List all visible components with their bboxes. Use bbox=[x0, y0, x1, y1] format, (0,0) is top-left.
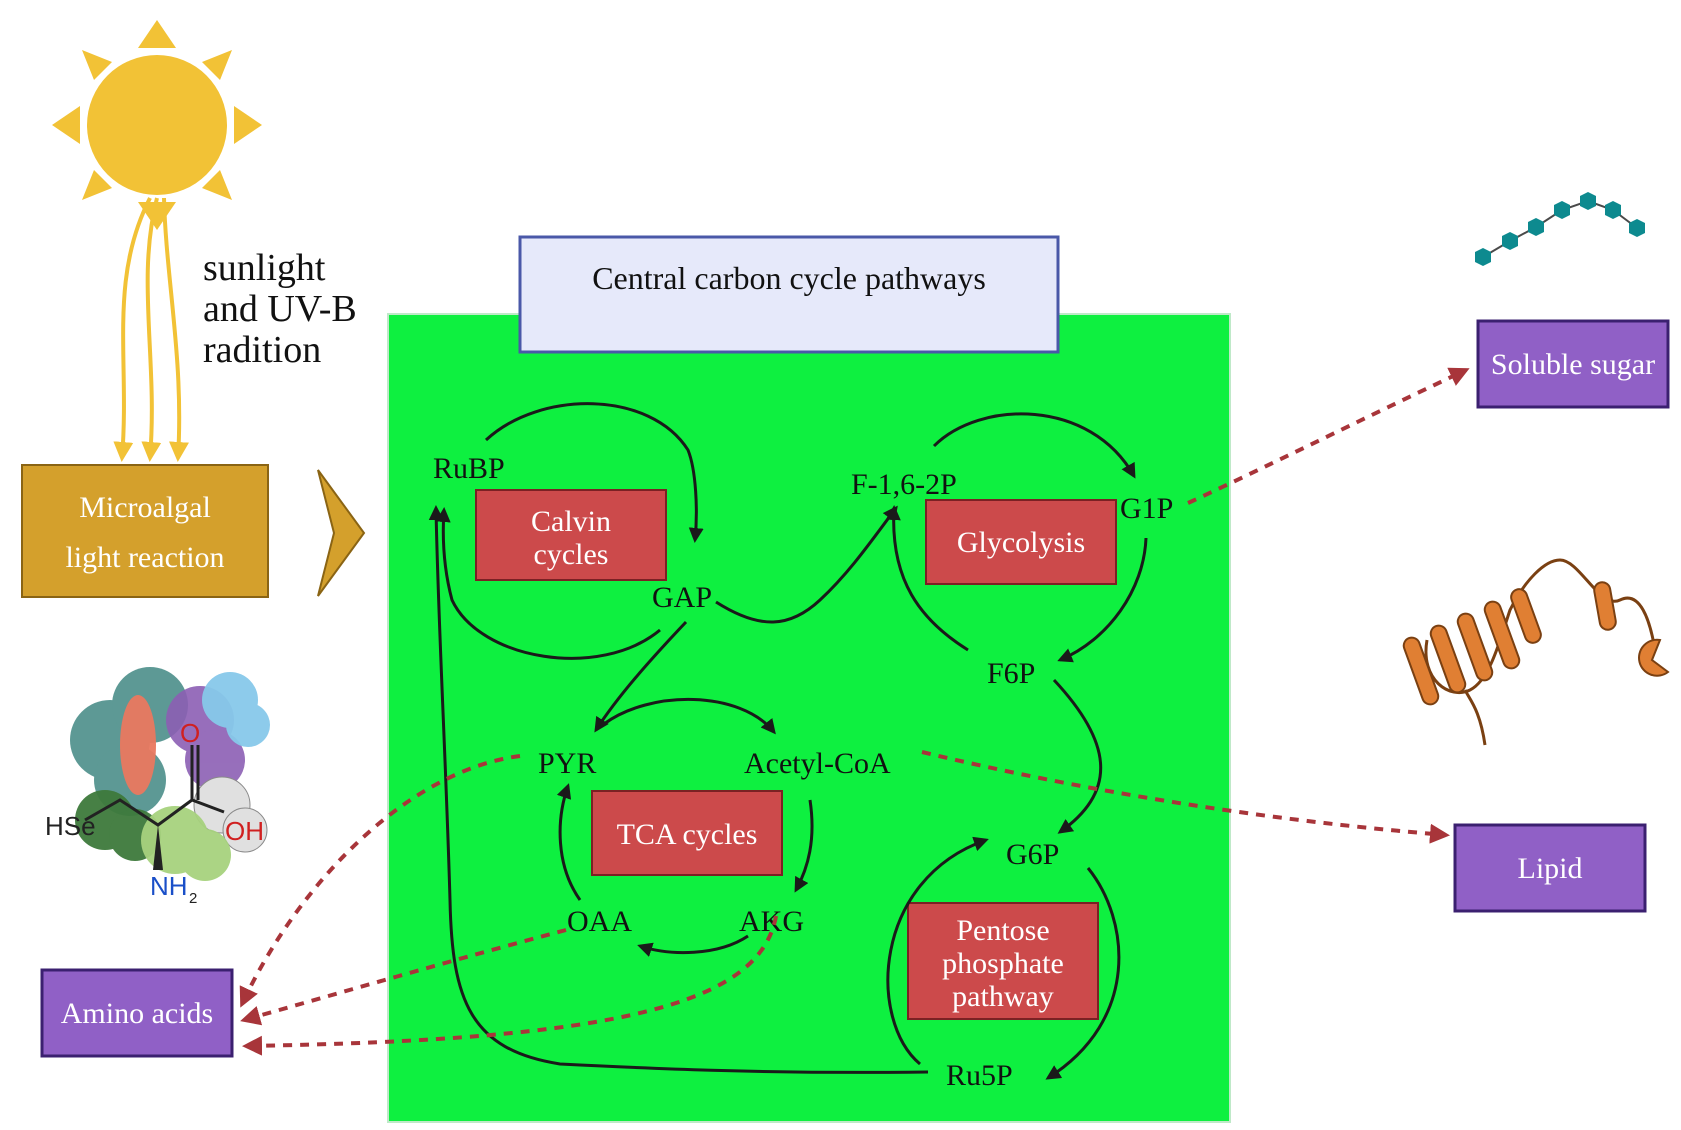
metabolite-acetyl-coa: Acetyl-CoA bbox=[744, 747, 891, 780]
calvin-cycle-box bbox=[475, 489, 667, 581]
sugar-chain-icon bbox=[1475, 192, 1645, 266]
light-label-line: and UV-B bbox=[203, 288, 357, 330]
pentose-label-line: phosphate bbox=[942, 947, 1064, 980]
central-pathways-area bbox=[387, 313, 1231, 1123]
molecule-amine-label: NH bbox=[150, 871, 188, 901]
metabolite-g6p: G6P bbox=[1006, 838, 1059, 871]
metabolite-f16-2p: F-1,6-2P bbox=[851, 468, 957, 501]
light-reaction-line2: light reaction bbox=[65, 541, 224, 574]
selenocysteine-molecule-icon: HSe O OH NH 2 bbox=[45, 667, 270, 907]
soluble-sugar-label: Soluble sugar bbox=[1491, 348, 1655, 381]
metabolite-g1p: G1P bbox=[1120, 492, 1173, 525]
light-label-line: radition bbox=[203, 329, 321, 371]
lipid-label: Lipid bbox=[1518, 852, 1583, 885]
tca-cycle-box bbox=[591, 790, 783, 876]
molecule-oxygen-label: O bbox=[180, 718, 200, 748]
calvin-label-line: cycles bbox=[534, 538, 609, 571]
central-title-box bbox=[518, 235, 1060, 354]
metabolite-f6p: F6P bbox=[987, 657, 1035, 690]
amino-acids-label: Amino acids bbox=[61, 997, 213, 1030]
metabolite-rubp: RuBP bbox=[433, 452, 505, 485]
metabolic-flow-arrows bbox=[428, 402, 1148, 1080]
amino-acids-box bbox=[40, 968, 234, 1058]
molecule-hse-label: HSe bbox=[45, 811, 96, 841]
molecule-hydroxyl-label: OH bbox=[225, 816, 264, 846]
metabolite-pyr: PYR bbox=[538, 747, 596, 780]
pentose-label-line: pathway bbox=[952, 980, 1054, 1013]
metabolite-ru5p: Ru5P bbox=[946, 1059, 1013, 1092]
calvin-label-line: Calvin bbox=[531, 505, 611, 538]
metabolite-oaa: OAA bbox=[567, 905, 632, 938]
pentose-phosphate-box bbox=[907, 902, 1099, 1020]
pentose-label-line: Pentose bbox=[956, 914, 1049, 947]
sun-rays bbox=[113, 197, 189, 462]
tca-label: TCA cycles bbox=[617, 818, 758, 851]
glycolysis-label: Glycolysis bbox=[957, 526, 1085, 559]
light-reaction-line1: Microalgal bbox=[79, 491, 211, 524]
central-title: Central carbon cycle pathways bbox=[592, 260, 986, 296]
light-reaction-box bbox=[21, 464, 269, 598]
chevron-right-icon bbox=[317, 469, 366, 597]
light-label-line: sunlight bbox=[203, 247, 326, 289]
light-label: sunlight and UV-B radition bbox=[203, 247, 366, 371]
product-flow-arrows bbox=[239, 367, 1470, 1056]
molecule-amine-subscript: 2 bbox=[189, 890, 197, 907]
metabolite-gap: GAP bbox=[652, 581, 712, 614]
sun-icon bbox=[52, 20, 262, 230]
soluble-sugar-box bbox=[1476, 319, 1670, 409]
glycolysis-box bbox=[925, 499, 1117, 585]
lipid-box bbox=[1453, 823, 1647, 913]
protein-helix-icon bbox=[1402, 558, 1670, 746]
